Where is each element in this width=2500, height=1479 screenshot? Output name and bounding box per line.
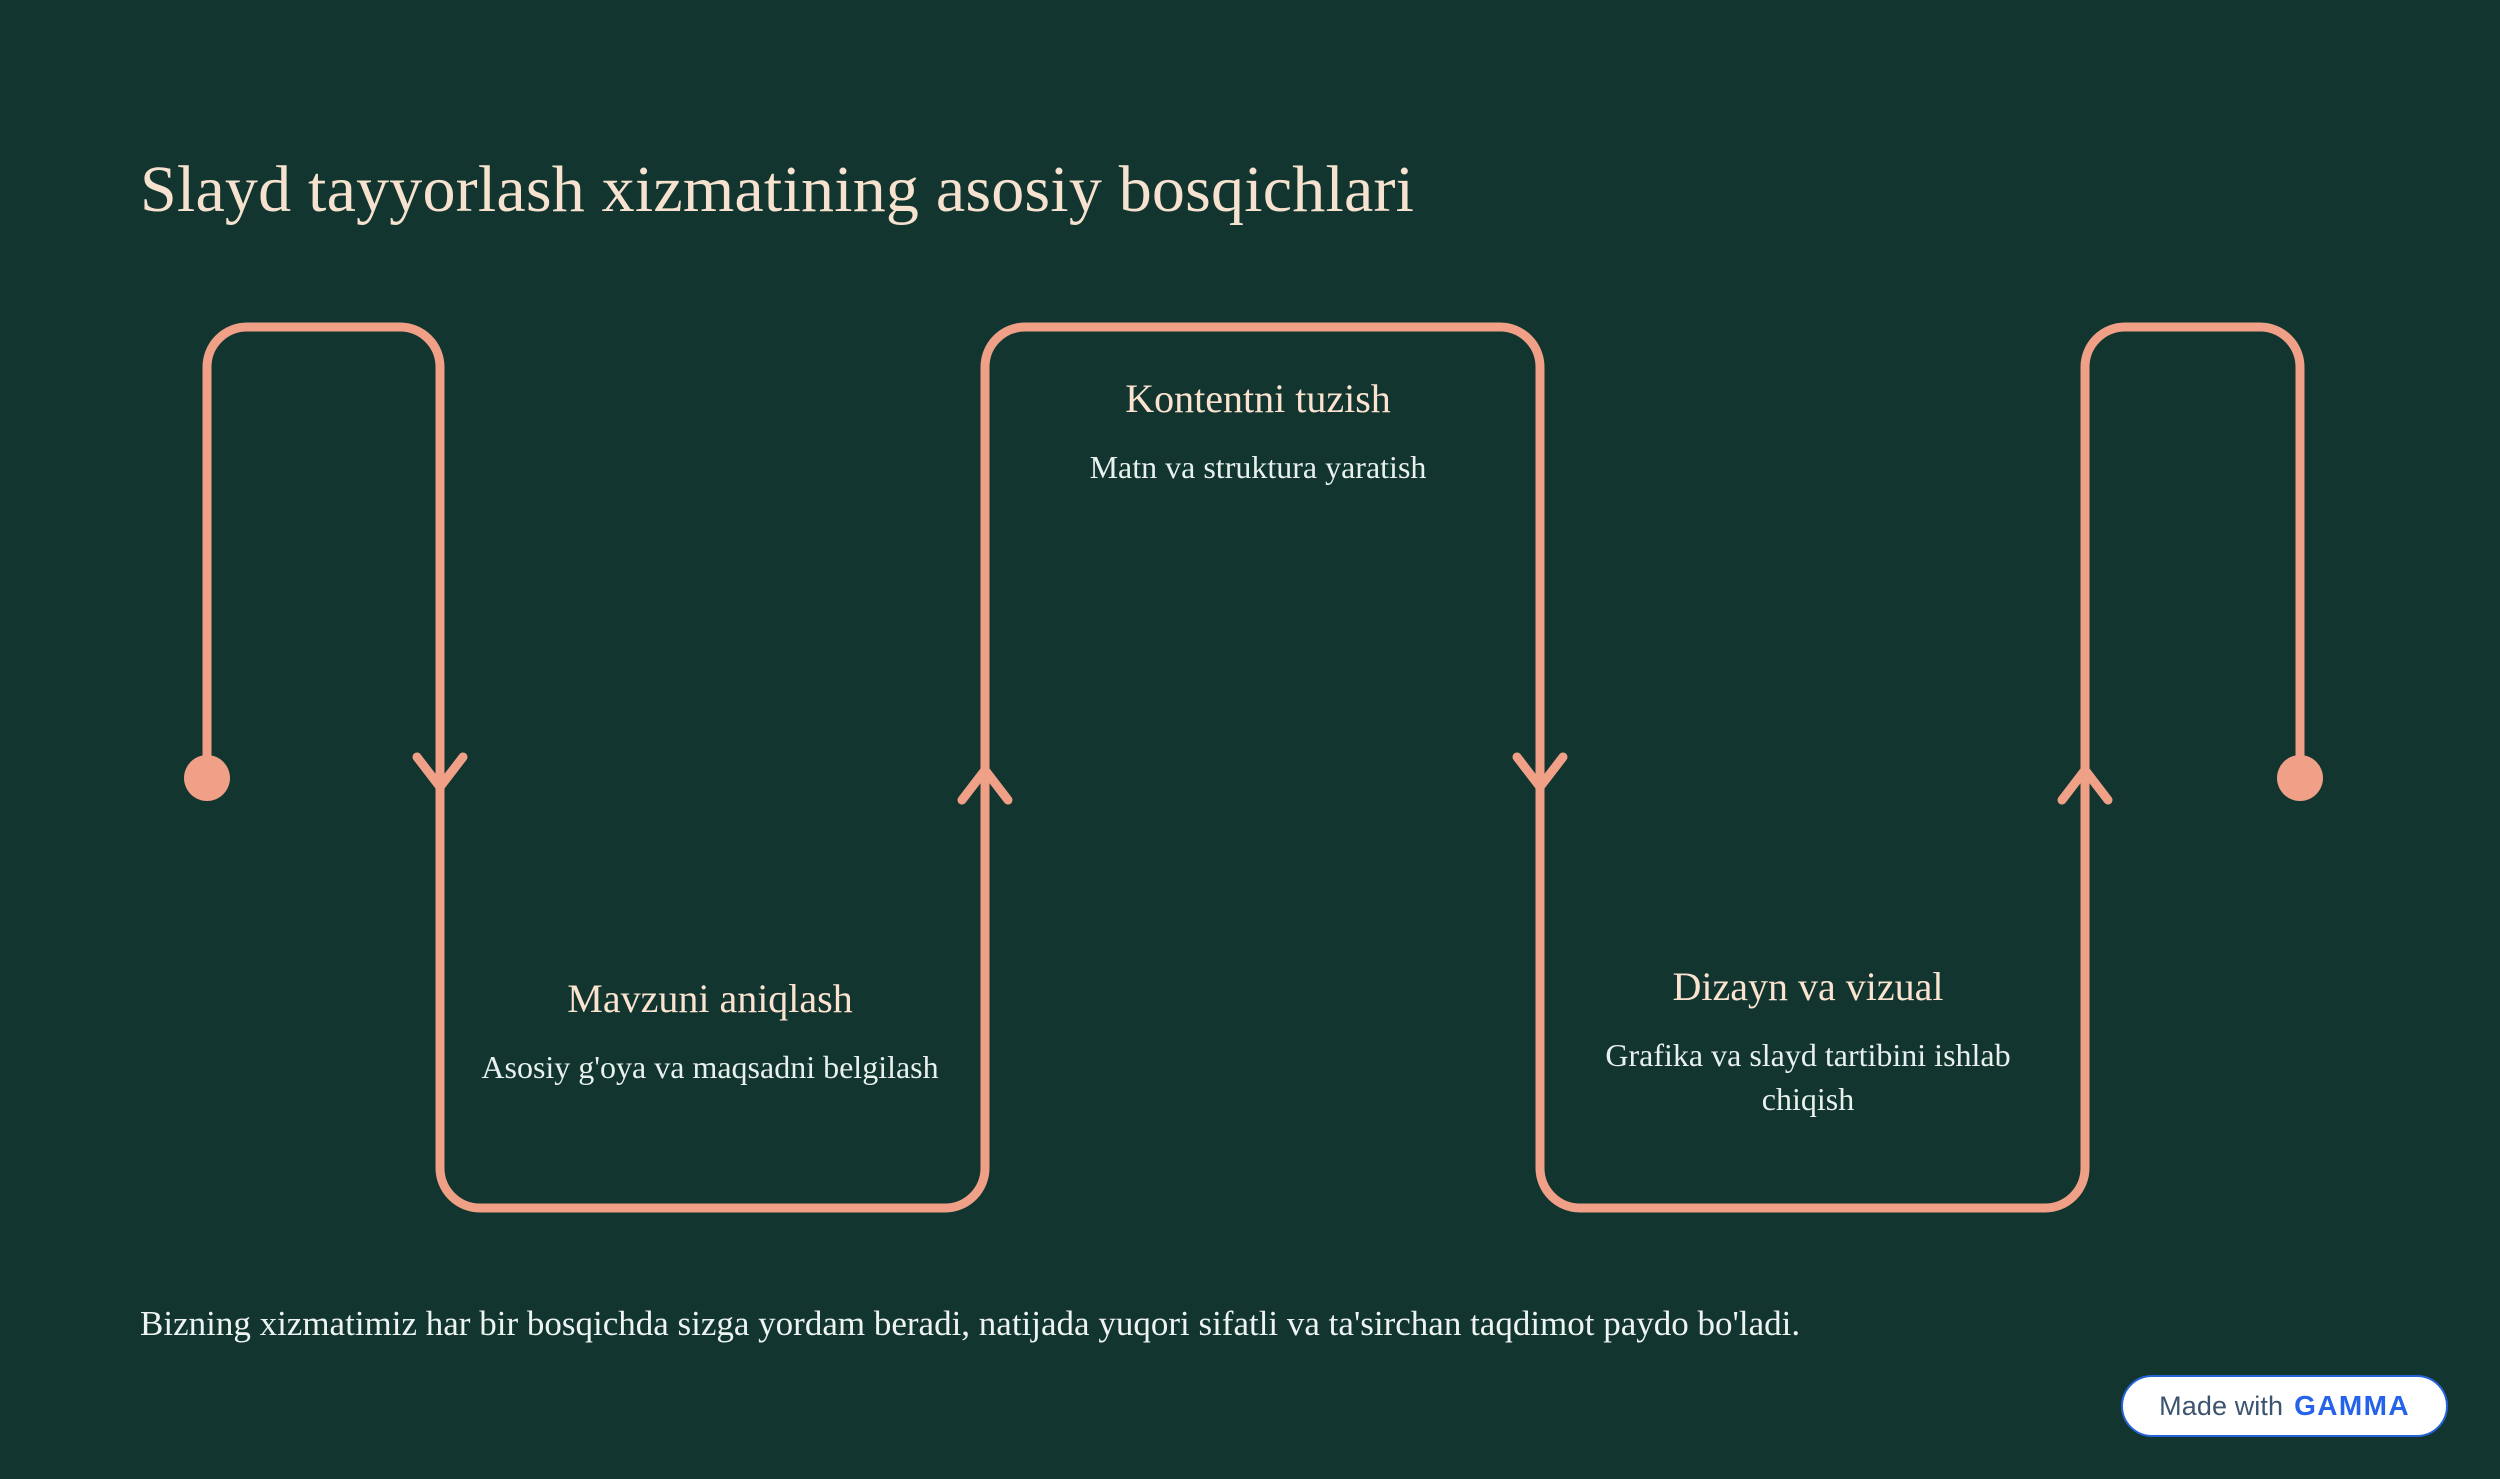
flow-segment-1 [202, 322, 2305, 1213]
gamma-wordmark: GAMMA [2294, 1390, 2410, 1421]
made-with-gamma-badge[interactable]: Made with GAMMA [2121, 1375, 2448, 1437]
flow-step-1-title: Mavzuni aniqlash [567, 976, 853, 1021]
flow-step-2-description: Matn va struktura yaratish [1089, 449, 1427, 485]
chevron-arrow-up-icon [957, 765, 1013, 805]
flow-step-3: Dizayn va vizual Grafika va slayd tartib… [1558, 963, 2058, 1121]
flow-step-2-title: Kontentni tuzish [1125, 376, 1391, 421]
flow-step-2: Kontentni tuzish Matn va struktura yarat… [1008, 375, 1508, 489]
flow-step-3-title: Dizayn va vizual [1672, 964, 1944, 1009]
flow-diagram-svg [184, 322, 2323, 1213]
flow-step-1-description: Asosiy g'oya va maqsadni belgilash [481, 1049, 939, 1085]
end-dot-icon [2277, 755, 2323, 801]
page-title: Slayd tayyorlash xizmatining asosiy bosq… [140, 153, 1415, 227]
flow-arrowheads [412, 752, 2113, 805]
start-dot-icon [184, 755, 230, 801]
flow-step-3-description: Grafika va slayd tartibini ishlab chiqis… [1605, 1037, 2011, 1118]
made-with-gamma-label: Made with [2159, 1390, 2284, 1421]
chevron-arrow-up-icon [2057, 765, 2113, 805]
flow-path-group [202, 322, 2305, 1213]
chevron-arrow-down-icon [412, 752, 468, 792]
chevron-arrow-down-icon [1512, 752, 1568, 792]
slide-caption: Bizning xizmatimiz har bir bosqichda siz… [140, 1304, 1801, 1343]
flow-step-1: Mavzuni aniqlash Asosiy g'oya va maqsadn… [460, 975, 960, 1089]
